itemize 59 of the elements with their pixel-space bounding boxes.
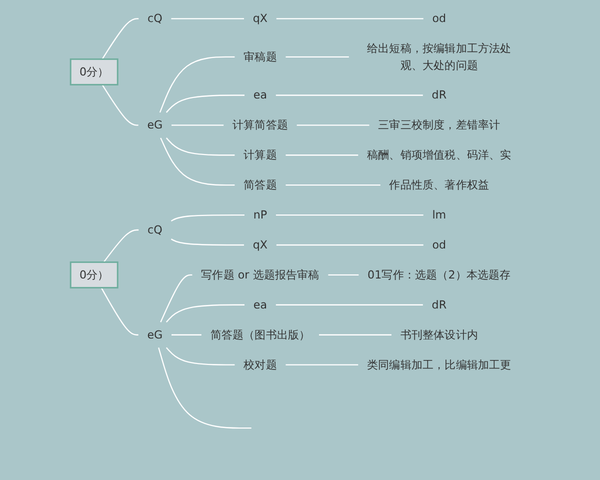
connector bbox=[276, 94, 423, 96]
node-text: 作品性质、著作权益 bbox=[389, 178, 490, 192]
node-text: 稿酬、销项增值税、码洋、实 bbox=[367, 148, 512, 162]
connector bbox=[276, 18, 424, 20]
node-text: 类同编辑加工，比编辑加工更 bbox=[367, 358, 512, 372]
node-text: nP bbox=[253, 208, 268, 222]
connector bbox=[276, 214, 424, 216]
node-text: dR bbox=[432, 88, 447, 102]
connector bbox=[319, 334, 392, 336]
connector bbox=[286, 154, 358, 156]
connector bbox=[171, 18, 244, 20]
node-text: 审稿题 bbox=[244, 50, 277, 64]
connector bbox=[286, 364, 358, 366]
node-text: ea bbox=[253, 298, 268, 312]
node-text: 简答题（图书出版） bbox=[210, 328, 310, 342]
connector bbox=[328, 274, 359, 276]
connector bbox=[286, 184, 380, 186]
connector bbox=[158, 347, 252, 429]
node-text: od bbox=[432, 238, 446, 252]
node-text: lm bbox=[432, 208, 446, 222]
connector bbox=[159, 56, 235, 113]
connector bbox=[100, 287, 138, 336]
node-text: 三审三校制度，差错率计 bbox=[378, 118, 500, 132]
connector bbox=[103, 229, 139, 263]
node-box: 0分） bbox=[70, 58, 118, 86]
connector bbox=[102, 18, 139, 60]
node-text: cQ bbox=[147, 223, 162, 236]
connector bbox=[170, 214, 244, 222]
node-text: eG bbox=[147, 118, 163, 132]
node-box: 0分） bbox=[70, 261, 118, 288]
connector bbox=[160, 274, 192, 322]
node-text: qX bbox=[252, 12, 268, 26]
connector bbox=[166, 94, 245, 113]
connector bbox=[102, 84, 138, 126]
connector bbox=[172, 124, 224, 126]
connector bbox=[276, 244, 424, 246]
node-text: eG bbox=[147, 328, 163, 342]
node-text: dR bbox=[432, 298, 447, 312]
node-text: ea bbox=[253, 88, 268, 102]
node-text: 01写作：选题（2）本选题存 bbox=[368, 268, 511, 282]
connector bbox=[170, 238, 244, 246]
node-text: 简答题 bbox=[244, 178, 277, 192]
connector bbox=[166, 138, 235, 156]
connector bbox=[160, 138, 235, 186]
node-text: 校对题 bbox=[244, 358, 277, 372]
node-text: 写作题 or 选题报告审稿 bbox=[201, 268, 320, 282]
node-text: 书刊整体设计内 bbox=[400, 328, 478, 342]
node-text: qX bbox=[252, 238, 268, 252]
node-text: od bbox=[432, 12, 446, 26]
connector bbox=[296, 124, 370, 126]
node-text: 计算题 bbox=[244, 148, 277, 162]
node-text: cQ bbox=[147, 12, 162, 26]
connector bbox=[276, 304, 423, 306]
node-text: 计算简答题 bbox=[232, 118, 288, 132]
connector bbox=[166, 304, 245, 322]
connector bbox=[166, 347, 235, 366]
node-text: 给出短稿，按编辑加工方法处观、大处的问题 bbox=[367, 42, 512, 72]
connector bbox=[172, 334, 202, 336]
connector bbox=[286, 56, 349, 58]
